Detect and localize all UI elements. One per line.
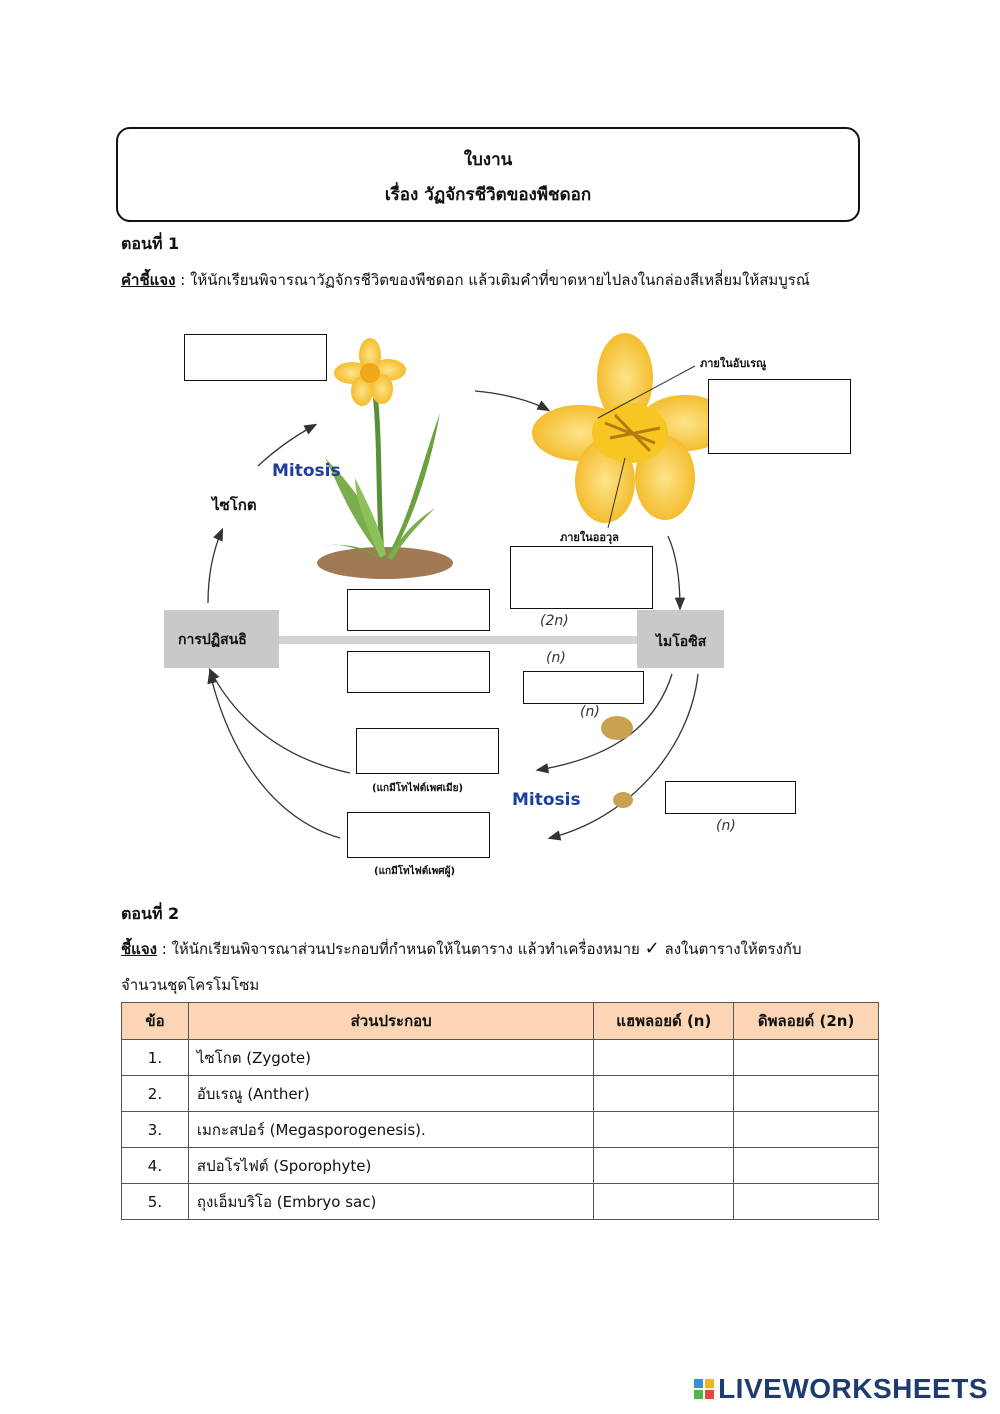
- row-number: 2.: [121, 1075, 189, 1112]
- ovule-pointer: [607, 457, 626, 529]
- flower-icon: [532, 333, 730, 523]
- haploid-cell[interactable]: [593, 1075, 735, 1112]
- microspore-icon: [613, 792, 633, 808]
- row-component: เมกะสปอร์ (Megasporogenesis).: [187, 1111, 595, 1148]
- part2-title: ตอนที่ 2: [121, 904, 180, 923]
- zygote-label: ไซโกต: [212, 496, 257, 514]
- arrow-meiosis-to-male: [547, 673, 699, 841]
- part2-instruction-label: ชี้แจง: [121, 940, 157, 958]
- haploid-cell[interactable]: [593, 1183, 735, 1220]
- chromosome-table: ข้อ ส่วนประกอบ แฮพลอยด์ (n) ดิพลอยด์ (2n…: [121, 1002, 879, 1220]
- part1-instruction-label: คำชี้แจง: [121, 271, 176, 289]
- check-mark-icon: ✓: [644, 938, 660, 959]
- row-number: 4.: [121, 1147, 189, 1184]
- anther-pointer: [597, 365, 696, 419]
- table-row: 5. ถุงเอ็มบริโอ (Embryo sac): [121, 1183, 879, 1220]
- row-component: สปอโรไฟต์ (Sporophyte): [187, 1147, 595, 1184]
- plant-icon: [320, 338, 440, 560]
- part2-instruction-tail: ลงในตารางให้ตรงกับ: [664, 940, 802, 958]
- diploid-cell[interactable]: [733, 1111, 879, 1148]
- mitosis-label-top: Mitosis: [272, 461, 341, 481]
- fertilization-label: การปฏิสนธิ: [178, 632, 247, 648]
- row-component: ถุงเอ็มบริโอ (Embryo sac): [187, 1183, 595, 1220]
- ploidy-n-label-1: (n): [546, 650, 566, 666]
- arrow-zygote-to-plant: [257, 423, 318, 467]
- table-row: 2. อับเรณู (Anther): [121, 1075, 879, 1112]
- part2-instruction-line2: จำนวนชุดโครโมโซม: [121, 976, 260, 994]
- male-gametophyte-label: (แกมีโทไฟต์เพศผู้): [374, 866, 456, 877]
- answer-box-1[interactable]: [184, 334, 327, 381]
- liveworksheets-logo: LIVEWORKSHEETS: [694, 1373, 988, 1405]
- arrow-male-to-fertilization: [207, 670, 341, 839]
- answer-box-4[interactable]: [347, 589, 490, 631]
- life-cycle-diagram: Mitosis ไซโกต ภายในอับเรณู ภายในออวุล กา…: [150, 318, 851, 888]
- answer-box-8[interactable]: [665, 781, 796, 814]
- female-gametophyte-label: (แกมีโทไฟต์เพศเมีย): [372, 783, 464, 794]
- title-box: [116, 127, 860, 222]
- answer-box-2[interactable]: [708, 379, 851, 454]
- fertilization-box: [164, 610, 279, 668]
- worksheet-label: ใบงาน: [463, 150, 513, 170]
- diploid-cell[interactable]: [733, 1075, 879, 1112]
- logo-mark-icon: [694, 1379, 715, 1399]
- row-component: ไซโกต (Zygote): [187, 1039, 595, 1076]
- part1-title: ตอนที่ 1: [121, 234, 180, 253]
- part1-instruction-text: ให้นักเรียนพิจารณาวัฏจักรชีวิตของพืชดอก …: [190, 271, 810, 289]
- row-number: 5.: [121, 1183, 189, 1220]
- table-row: 1. ไซโกต (Zygote): [121, 1039, 879, 1076]
- arrow-female-to-fertilization: [208, 667, 351, 774]
- megaspore-icon: [601, 716, 633, 740]
- table-row: 3. เมกะสปอร์ (Megasporogenesis).: [121, 1111, 879, 1148]
- logo-text: LIVEWORKSHEETS: [718, 1373, 988, 1404]
- ploidy-n-label-3: (n): [716, 818, 736, 834]
- table-row: 4. สปอโรไฟต์ (Sporophyte): [121, 1147, 879, 1184]
- header-no: ข้อ: [121, 1002, 189, 1040]
- part2-instruction-text: ให้นักเรียนพิจารณาส่วนประกอบที่กำหนดให้ใ…: [171, 940, 640, 958]
- life-cycle-svg: [164, 333, 730, 841]
- meiosis-box: [637, 610, 724, 668]
- answer-box-6[interactable]: [523, 671, 644, 704]
- haploid-cell[interactable]: [593, 1111, 735, 1148]
- arrow-fertilization-to-zygote: [207, 527, 224, 604]
- answer-box-7[interactable]: [356, 728, 499, 774]
- diploid-cell[interactable]: [733, 1039, 879, 1076]
- inside-ovule-label: ภายในออวุล: [560, 531, 619, 544]
- row-component: อับเรณู (Anther): [187, 1075, 595, 1112]
- answer-box-9[interactable]: [347, 812, 490, 858]
- arrow-plant-to-flower: [474, 390, 551, 412]
- table-header-row: ข้อ ส่วนประกอบ แฮพลอยด์ (n) ดิพลอยด์ (2n…: [121, 1002, 879, 1040]
- part2-instruction: ชี้แจง : ให้นักเรียนพิจารณาส่วนประกอบที่…: [121, 938, 802, 959]
- header-diploid: ดิพลอยด์ (2n): [733, 1002, 879, 1040]
- haploid-cell[interactable]: [593, 1147, 735, 1184]
- answer-box-3[interactable]: [510, 546, 653, 609]
- ploidy-2n-label: (2n): [540, 613, 569, 629]
- row-number: 3.: [121, 1111, 189, 1148]
- ploidy-n-label-2: (n): [580, 704, 600, 720]
- diploid-cell[interactable]: [733, 1183, 879, 1220]
- part1-instruction: คำชี้แจง : ให้นักเรียนพิจารณาวัฏจักรชีวิ…: [121, 271, 810, 289]
- haploid-cell[interactable]: [593, 1039, 735, 1076]
- inside-anther-label: ภายในอับเรณู: [700, 357, 767, 370]
- header-haploid: แฮพลอยด์ (n): [593, 1002, 735, 1040]
- header-component: ส่วนประกอบ: [187, 1002, 595, 1040]
- worksheet-title: เรื่อง วัฏจักรชีวิตของพืชดอก: [384, 185, 592, 205]
- mitosis-label-bottom: Mitosis: [512, 790, 581, 810]
- row-number: 1.: [121, 1039, 189, 1076]
- soil-icon: [317, 547, 453, 579]
- diploid-cell[interactable]: [733, 1147, 879, 1184]
- meiosis-label: ไมโอซิส: [656, 634, 707, 650]
- cycle-bar: [275, 636, 640, 644]
- arrow-flower-to-meiosis: [667, 535, 686, 611]
- answer-box-5[interactable]: [347, 651, 490, 693]
